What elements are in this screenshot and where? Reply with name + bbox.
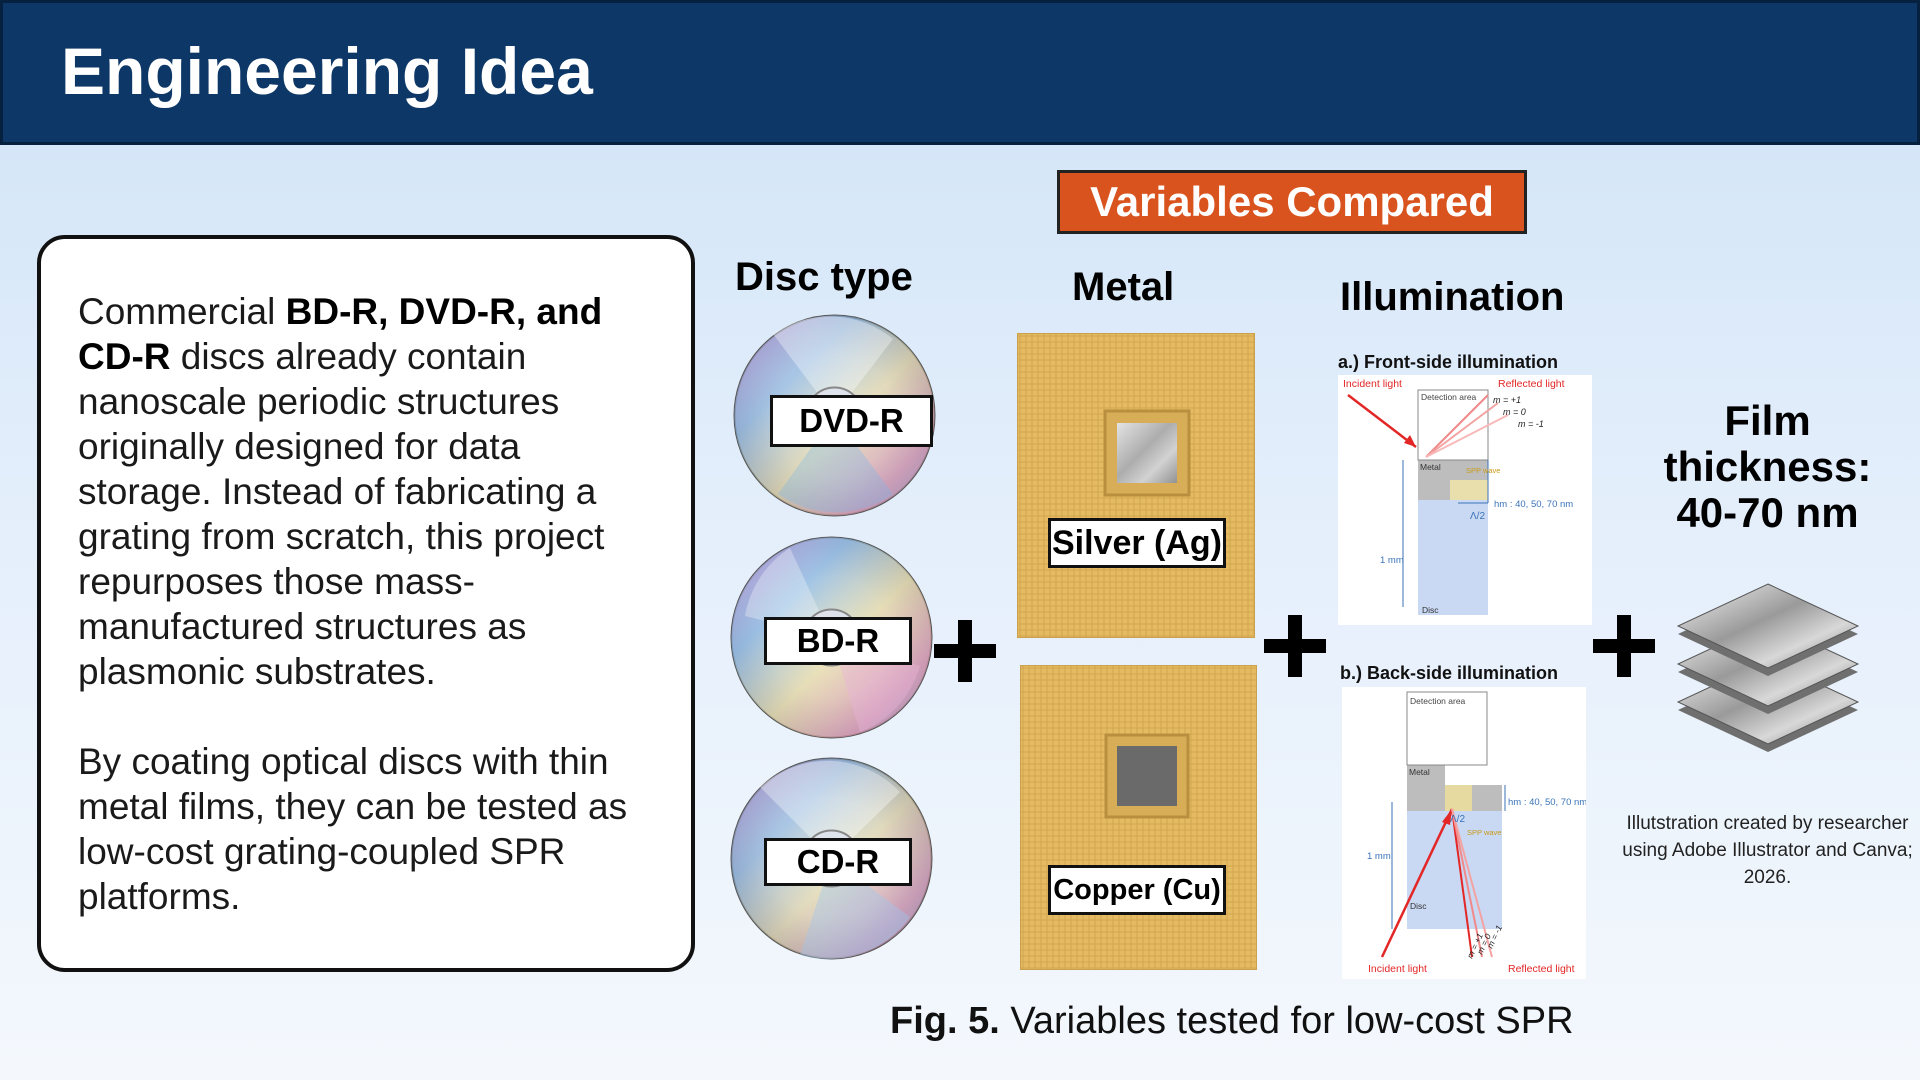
intro-text-box: Commercial BD-R, DVD-R, and CD-R discs a… bbox=[37, 235, 695, 972]
film-thickness-text: Film thickness: 40-70 nm bbox=[1640, 398, 1895, 536]
disc-label-bd-r: BD-R bbox=[764, 617, 912, 665]
back-metal-label: Metal bbox=[1409, 767, 1430, 777]
front-m-plus: m = +1 bbox=[1493, 395, 1521, 405]
plus-icon bbox=[934, 620, 996, 682]
silver-sample-card bbox=[1017, 333, 1255, 638]
back-disc-label: Disc bbox=[1410, 901, 1427, 911]
film-layers-icon bbox=[1676, 583, 1860, 752]
front-reflected-label: Reflected light bbox=[1498, 378, 1565, 390]
back-spp-label: SPP wave bbox=[1467, 828, 1501, 837]
back-reflected-label: Reflected light bbox=[1508, 963, 1575, 975]
front-illumination-diagram: Incident light Reflected light Detection… bbox=[1338, 375, 1592, 625]
plus-icon bbox=[1593, 615, 1655, 677]
disc-label-cd-r: CD-R bbox=[764, 838, 912, 886]
page-title: Engineering Idea bbox=[61, 34, 593, 108]
front-m-zero: m = 0 bbox=[1503, 407, 1526, 417]
disc-label-dvd-r: DVD-R bbox=[770, 395, 933, 447]
back-depth-label: 1 mm bbox=[1367, 851, 1391, 862]
back-illumination-title: b.) Back-side illumination bbox=[1340, 663, 1559, 683]
back-thickness-label: hm : 40, 50, 70 nm bbox=[1508, 797, 1586, 808]
intro-paragraph-1: Commercial BD-R, DVD-R, and CD-R discs a… bbox=[78, 289, 657, 694]
caption-fig-number: Fig. 5. bbox=[890, 1000, 1000, 1042]
intro-prefix: Commercial bbox=[78, 291, 286, 332]
metal-label-copper: Copper (Cu) bbox=[1048, 865, 1226, 915]
front-illumination-title: a.) Front-side illumination bbox=[1338, 352, 1558, 372]
front-half-lambda: Λ/2 bbox=[1470, 511, 1485, 522]
back-incident-label: Incident light bbox=[1368, 963, 1427, 975]
variables-compared-banner: Variables Compared bbox=[1057, 170, 1527, 234]
film-line-2: thickness: bbox=[1663, 443, 1872, 490]
intro-rest: discs already contain nanoscale periodic… bbox=[78, 336, 605, 692]
illustration-credit: Illutstration created by researcher usin… bbox=[1622, 813, 1913, 888]
illumination-heading: Illumination bbox=[1340, 275, 1565, 319]
front-disc-label: Disc bbox=[1422, 605, 1439, 615]
back-detection-label: Detection area bbox=[1410, 696, 1466, 706]
film-line-3: 40-70 nm bbox=[1676, 489, 1859, 536]
back-illumination-diagram: Detection area Metal hm : 40, 50, 70 nm … bbox=[1342, 687, 1586, 979]
plus-icon bbox=[1264, 615, 1326, 677]
film-line-1: Film bbox=[1724, 397, 1811, 444]
header-bar: Engineering Idea bbox=[0, 0, 1920, 145]
caption-text: Variables tested for low-cost SPR bbox=[999, 1000, 1574, 1042]
intro-paragraph-2: By coating optical discs with thin metal… bbox=[78, 741, 628, 917]
front-thickness-label: hm : 40, 50, 70 nm bbox=[1494, 499, 1573, 510]
intro-bold-discs: BD-R, DVD-R, and CD-R bbox=[78, 291, 603, 377]
figure-caption: Fig. 5. Variables tested for low-cost SP… bbox=[890, 1000, 1574, 1043]
front-metal-label: Metal bbox=[1420, 462, 1441, 472]
metal-label-silver: Silver (Ag) bbox=[1048, 518, 1226, 568]
disc-type-heading: Disc type bbox=[735, 255, 913, 299]
front-detection-label: Detection area bbox=[1421, 392, 1477, 402]
front-m-minus: m = -1 bbox=[1518, 419, 1544, 429]
front-spp-label: SPP wave bbox=[1466, 466, 1500, 475]
copper-sample-card bbox=[1020, 665, 1257, 970]
metal-heading: Metal bbox=[1072, 265, 1175, 309]
front-incident-label: Incident light bbox=[1343, 378, 1402, 390]
front-depth-label: 1 mm bbox=[1380, 555, 1404, 566]
back-half-lambda: Λ/2 bbox=[1450, 814, 1465, 825]
